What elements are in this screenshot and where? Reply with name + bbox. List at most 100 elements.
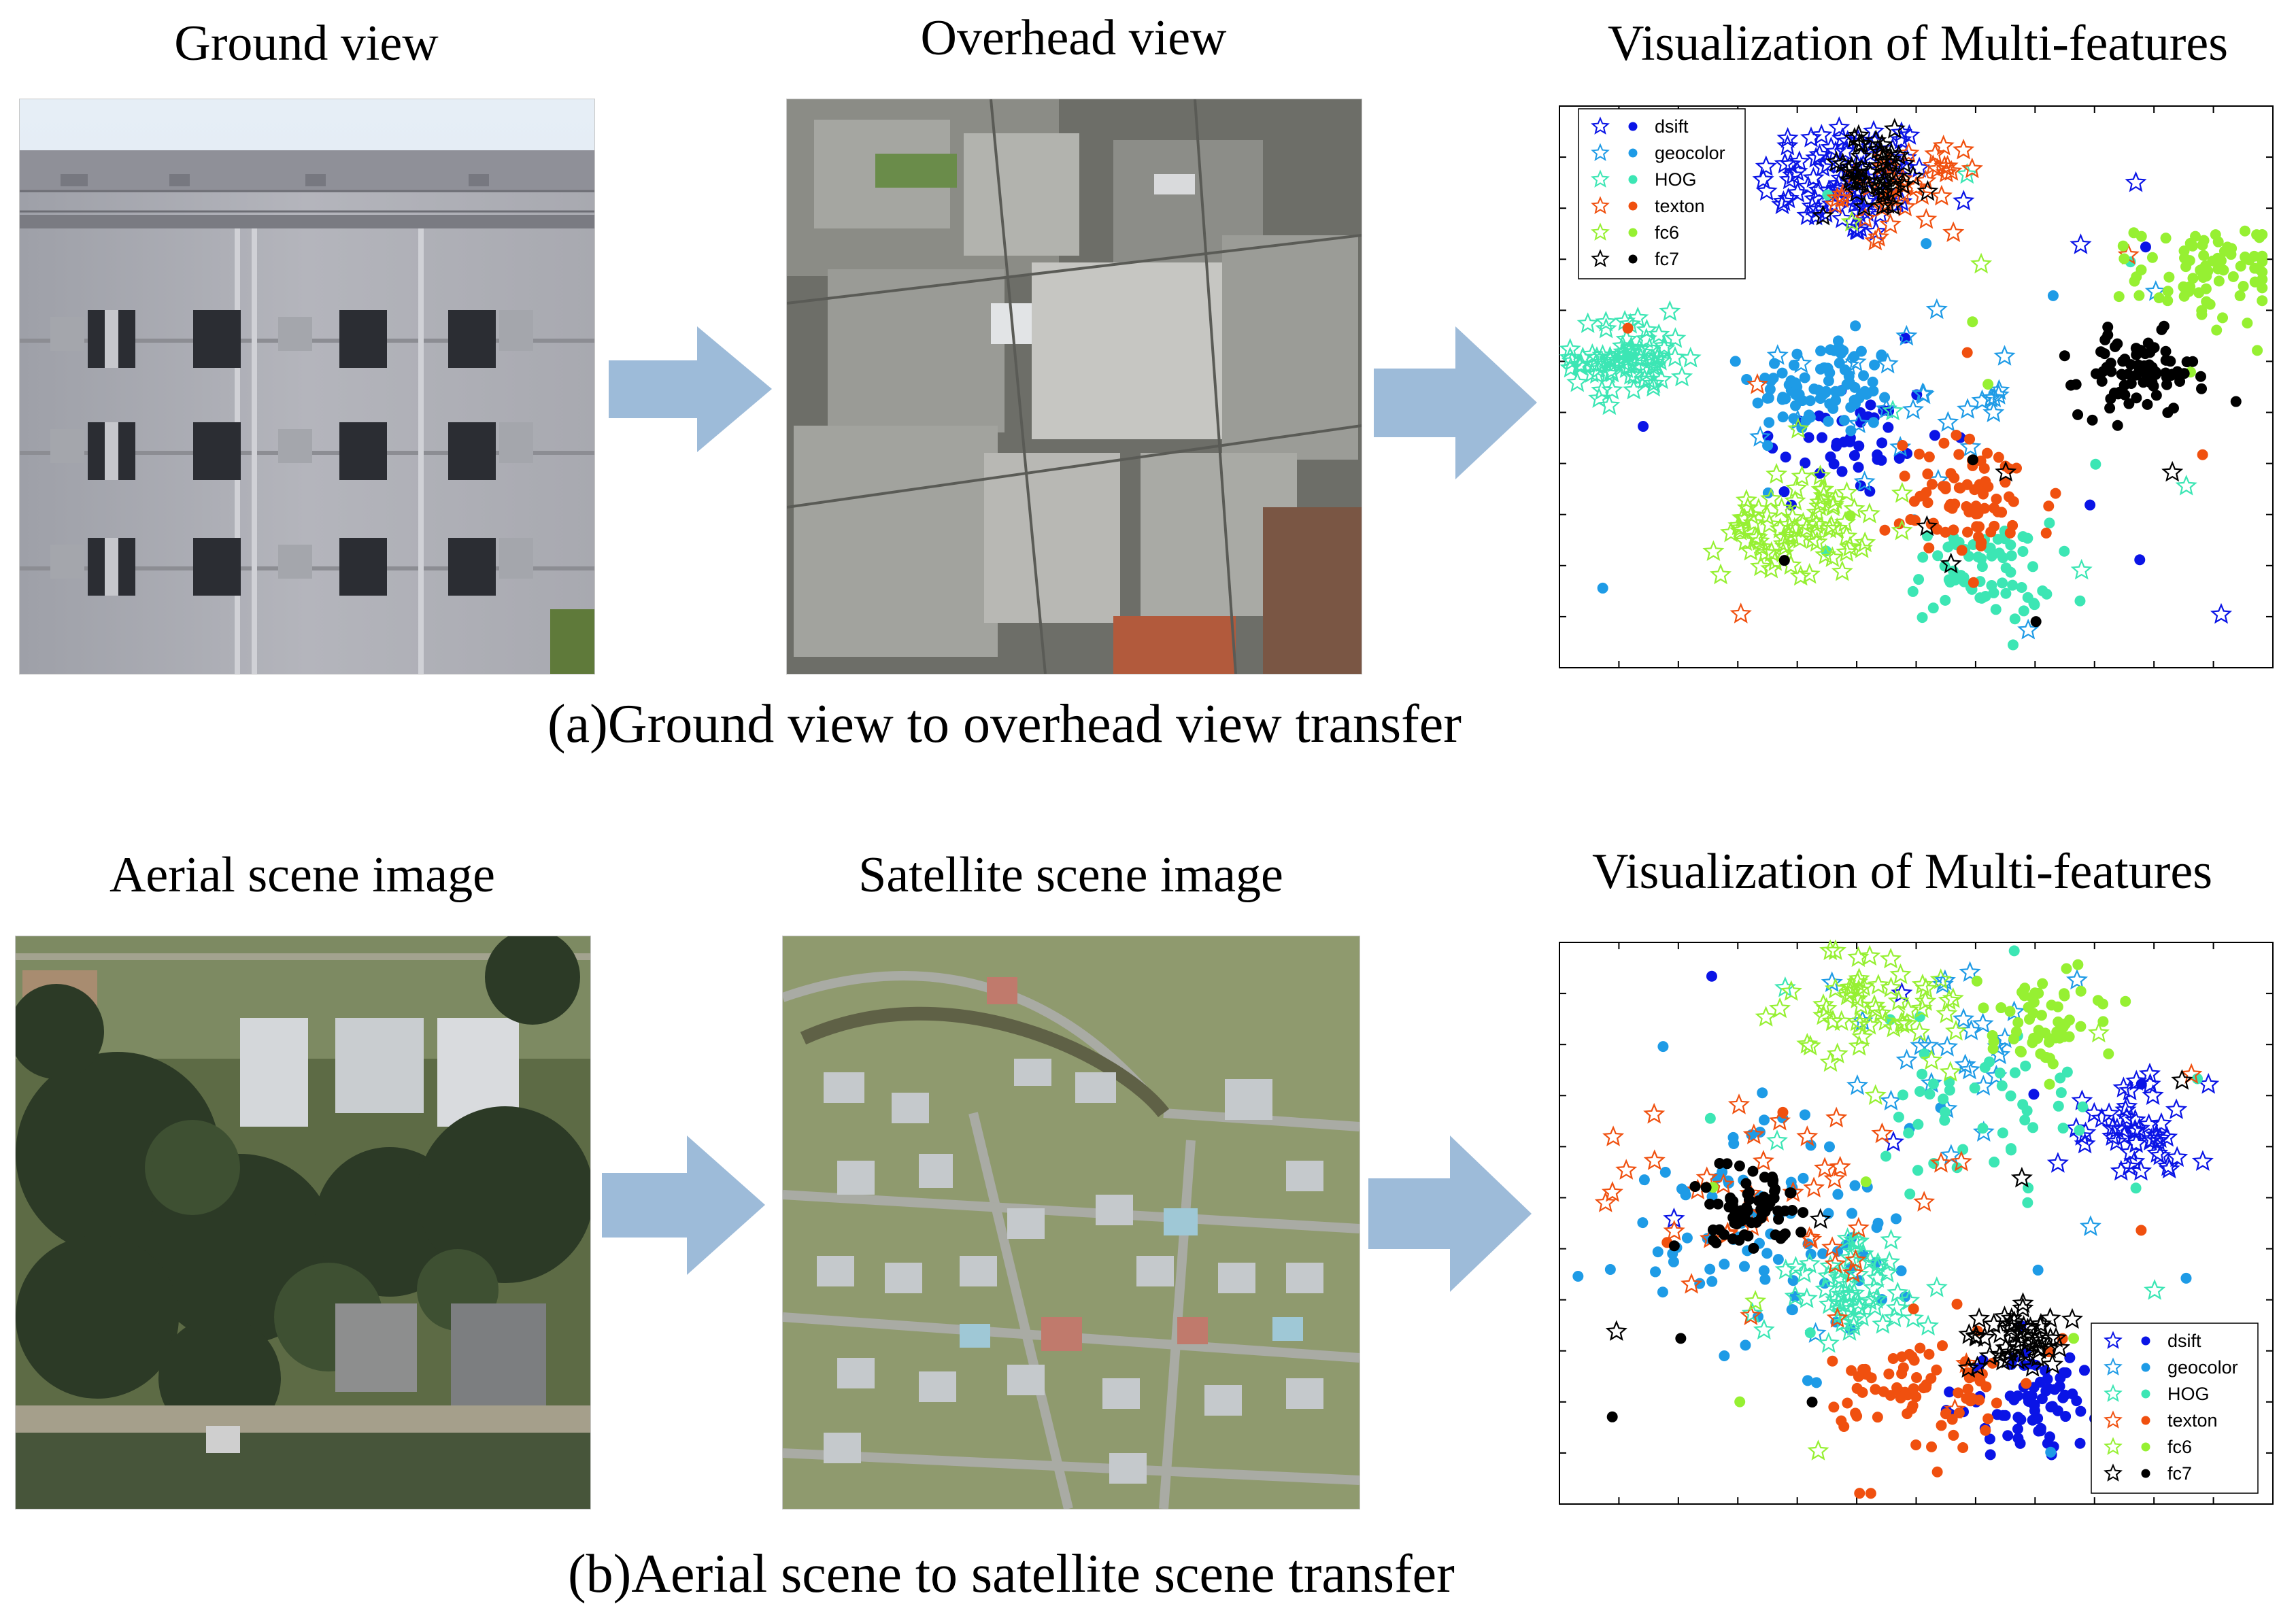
point-dsift-star [2046,1152,2069,1173]
point-fc7-star [1812,205,1834,226]
point-dsift-star [1802,167,1825,188]
point-texton-dot [1963,506,1975,517]
point-HOG-star [1664,346,1687,367]
point-dsift-dot [1999,1410,2011,1421]
legend-dot-icon [2141,1442,2150,1452]
point-fc6-dot [2059,990,2070,1002]
point-fc6-star [1938,989,1960,1010]
point-texton-dot [1846,1365,1857,1376]
point-fc6-star [1787,417,1810,439]
point-geocolor-star [1766,344,1789,365]
point-dsift-star [2191,1150,2214,1172]
point-HOG-star [1627,306,1649,328]
point-HOG-dot [1951,1162,1963,1174]
point-fc6-star [1812,478,1835,499]
point-dsift-star [1782,164,1804,185]
point-fc7-dot [1769,1186,1780,1197]
point-texton-dot [1622,322,1634,334]
point-fc7-star [1843,126,1866,148]
point-fc6-star [1840,210,1863,232]
point-fc6-dot [2129,275,2140,287]
point-dsift-star [2128,1117,2150,1138]
point-texton-dot [1842,1397,1853,1409]
legend-star-icon [1591,249,1610,267]
legend-dot-icon [2141,1469,2150,1478]
point-geocolor-star [1846,1074,1869,1095]
point-fc7-star [1872,169,1895,190]
point-dsift-dot [2012,1423,2023,1435]
point-geocolor-dot [1810,1377,1822,1388]
point-HOG-dot [1944,1085,1955,1096]
point-fc6-dot [2135,231,2147,242]
point-fc6-star [1755,1006,1777,1027]
arrow-a2 [1374,326,1537,479]
point-texton-star [1813,1157,1836,1178]
point-geocolor-dot [2032,1264,2044,1276]
point-geocolor-dot [1879,392,1891,403]
point-geocolor-dot [1738,1261,1750,1272]
point-texton-dot [1962,1383,1974,1395]
point-HOG-dot [2022,592,2033,603]
point-dsift-star [2074,1132,2096,1154]
point-fc6-dot [2211,324,2223,336]
point-fc7-dot [2104,403,2116,414]
point-dsift-star [1788,150,1810,171]
point-fc7-dot [2118,379,2130,391]
point-fc6-star [1812,484,1835,506]
point-fc7-dot [2090,368,2101,379]
point-HOG-star [1887,1281,1909,1303]
point-texton-dot [1996,507,2008,518]
point-HOG-star [1664,327,1687,348]
point-geocolor-star [1953,1008,1975,1029]
legend-dot-icon [1628,175,1638,184]
point-fc6-star [1929,968,1952,989]
point-HOG-dot [1927,1078,1939,1090]
title-overhead-view: Overhead view [920,10,1227,66]
point-HOG-dot [1880,1150,1891,1162]
point-texton-dot [1872,1412,1883,1423]
point-HOG-dot [2000,587,2012,599]
point-HOG-dot [1914,1086,1926,1097]
point-texton-dot [1957,1442,1969,1454]
point-geocolor-dot [1768,373,1779,384]
point-fc6-dot [2234,290,2246,301]
point-fc7-star [1982,1313,2005,1334]
point-geocolor-dot [1855,390,1867,401]
point-fc6-star [1751,536,1773,557]
point-fc6-star [1883,1017,1905,1038]
point-fc7-star [2000,1307,2023,1329]
point-fc7-dot [1748,1242,1759,1254]
point-dsift-dot [2140,241,2151,253]
point-HOG-dot [1997,577,2008,589]
point-HOG-dot [1917,612,1928,624]
point-fc7-dot [2178,368,2190,379]
point-geocolor-dot [1797,1172,1809,1184]
point-HOG-star [1615,328,1638,349]
point-dsift-star [2146,1142,2169,1163]
point-texton-dot [1883,1368,1895,1380]
point-fc6-dot [2204,298,2216,310]
point-texton-star [1821,1236,1844,1257]
point-texton-dot [1993,451,2004,463]
point-fc6-dot [2212,236,2224,248]
point-fc6-dot [2133,290,2145,301]
point-fc6-dot [2120,995,2131,1007]
point-HOG-dot [2008,945,2020,957]
point-geocolor-star [1895,1048,1918,1070]
point-texton-star [1940,160,1963,181]
legend-star-icon [2104,1384,2123,1402]
point-texton-dot [1865,1488,1876,1499]
point-HOG-star [1866,1267,1889,1288]
point-texton-star [1913,1191,1936,1212]
title-satellite-scene: Satellite scene image [858,847,1283,903]
point-geocolor-dot [1802,1375,1813,1386]
point-geocolor-dot [1604,1263,1616,1275]
point-texton-star [1643,1149,1666,1170]
point-fc7-star [2012,1297,2034,1318]
point-fc6-dot [1844,510,1856,522]
point-geocolor-dot [1818,362,1829,374]
point-HOG-star [1753,1318,1775,1340]
point-fc7-dot [2112,420,2123,431]
point-fc6-star [1848,1012,1871,1034]
